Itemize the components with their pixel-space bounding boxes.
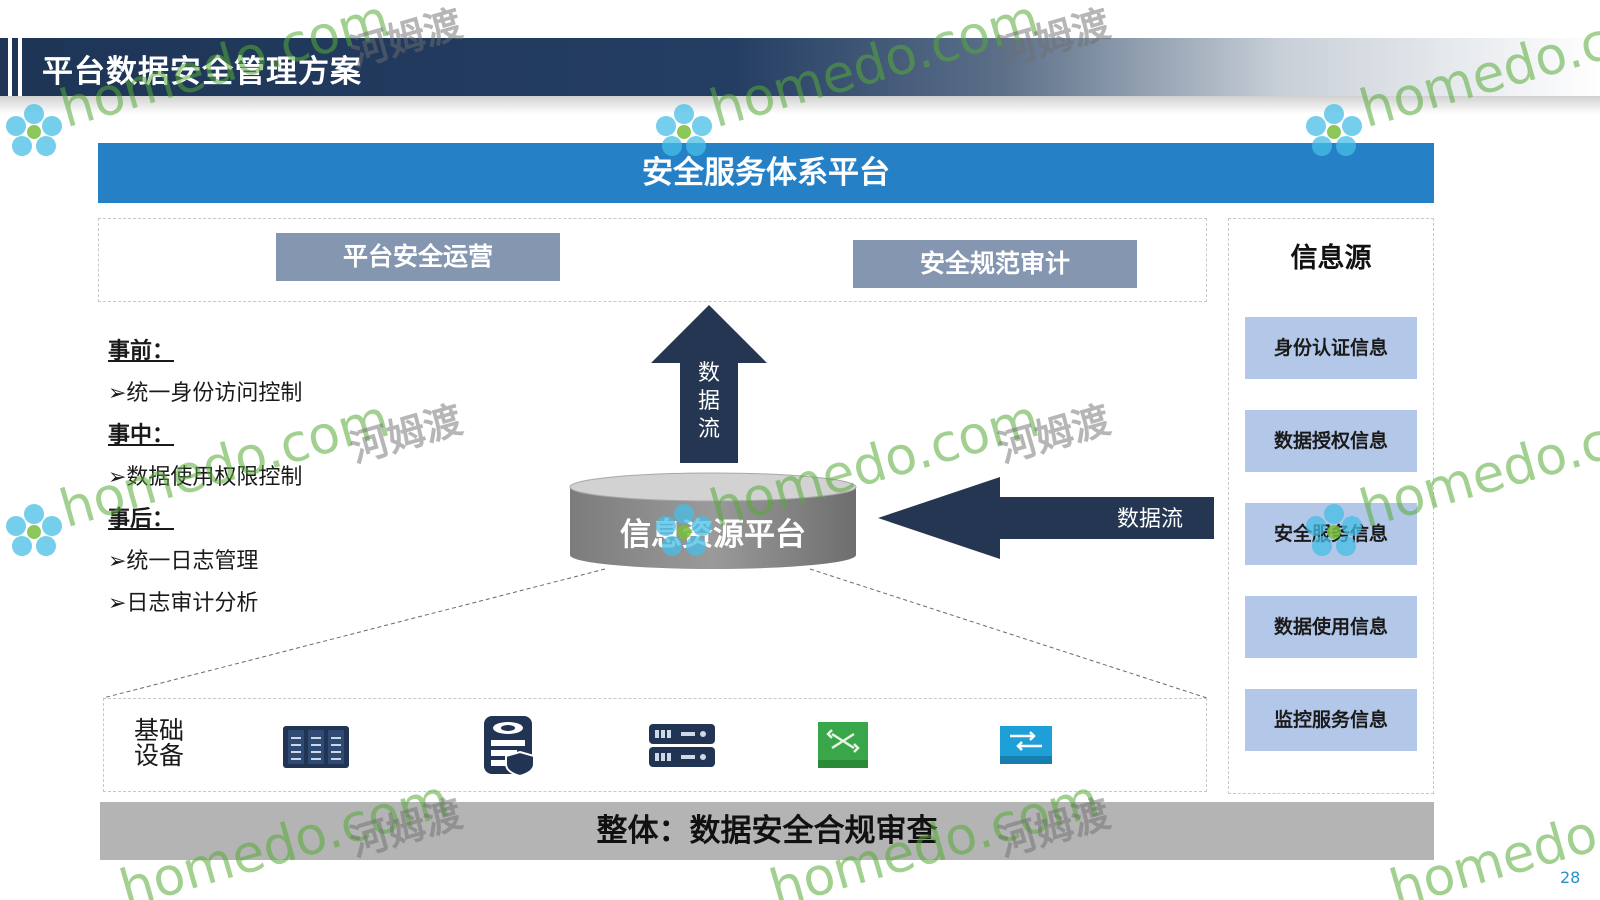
info-source-item: 数据授权信息: [1245, 410, 1417, 472]
projection-line-left: [102, 568, 606, 699]
phase-during-label: 事中：: [108, 423, 175, 448]
phase-before-label: 事前：: [108, 339, 175, 364]
security-service-platform-bar: 安全服务体系平台: [98, 143, 1434, 203]
database-label: 信息资源平台: [620, 517, 806, 553]
upward-data-flow-arrow: [651, 305, 767, 463]
phase-after-label: 事后：: [108, 507, 175, 532]
phase-after-item: ➢统一日志管理: [108, 549, 259, 574]
network-appliance-icon: [649, 724, 715, 767]
incoming-data-flow-arrow: [878, 477, 1214, 559]
up-flow-char: 流: [698, 417, 720, 442]
info-source-panel: [1228, 218, 1434, 794]
security-audit-box: 安全规范审计: [853, 240, 1137, 288]
phase-after-item: ➢日志审计分析: [108, 591, 259, 616]
up-flow-char: 据: [698, 389, 720, 414]
database-shield-icon: [484, 716, 535, 778]
title-bar: 平台数据安全管理方案: [0, 30, 1600, 114]
title-accent-strip: [12, 38, 18, 96]
top-operations-box: [98, 218, 1207, 302]
router-icon: [1000, 726, 1052, 764]
infrastructure-label-line: 设备: [134, 741, 185, 770]
info-source-item: 身份认证信息: [1245, 317, 1417, 379]
infrastructure-label-line: 基础: [134, 716, 185, 745]
page-number: 28: [1560, 868, 1581, 887]
phase-before-item: ➢统一身份访问控制: [108, 381, 303, 406]
title-accent-strip: [0, 38, 8, 96]
phase-during-item: ➢数据使用权限控制: [108, 465, 303, 490]
infrastructure-box: [103, 698, 1207, 792]
incoming-flow-label: 数据流: [1117, 507, 1183, 532]
up-flow-char: 数: [698, 361, 720, 386]
database-cylinder: [570, 487, 856, 569]
info-source-item: 监控服务信息: [1245, 689, 1417, 751]
compliance-footer-bar: 整体：数据安全合规审查: [100, 802, 1434, 860]
platform-operations-box: 平台安全运营: [276, 233, 560, 281]
switch-icon: [818, 722, 868, 768]
info-source-title: 信息源: [1290, 243, 1372, 274]
title-band: [22, 38, 1600, 96]
storage-array-icon: [283, 726, 349, 768]
info-source-item: 数据使用信息: [1245, 596, 1417, 658]
page-title: 平台数据安全管理方案: [42, 54, 362, 90]
projection-line-right: [809, 568, 1208, 699]
infrastructure-label: 基础 设备: [134, 718, 194, 768]
title-shadow: [0, 96, 1600, 114]
database-cylinder-top: [569, 472, 857, 502]
